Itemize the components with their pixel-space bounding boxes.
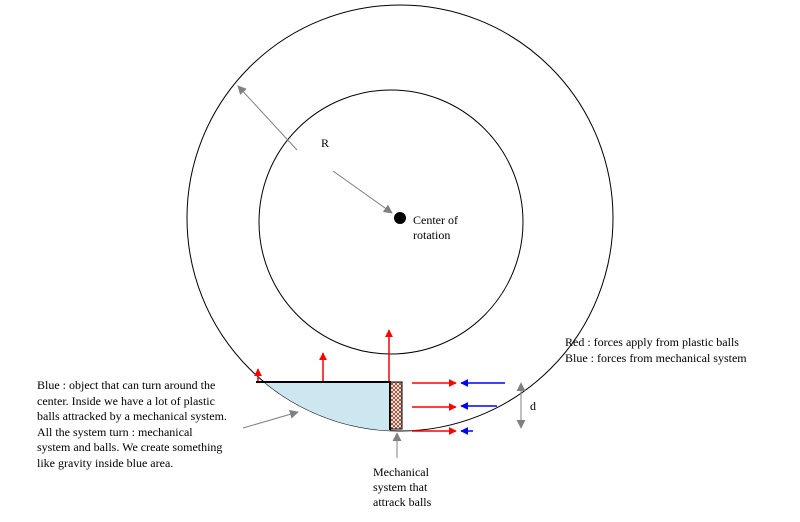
center-dot [394, 212, 406, 224]
mechanical-label-line-2: system that [373, 480, 428, 494]
distance-label: d [530, 399, 536, 413]
mechanical-label-line-1: Mechanical [373, 465, 430, 479]
inner-circle [258, 89, 524, 355]
legend-red: Red : forces apply from plastic balls [565, 335, 739, 349]
description-line: center. Inside we have a lot of plastic [37, 393, 215, 408]
center-label-line-1: Center of [413, 213, 458, 227]
radius-label: R [321, 136, 329, 150]
legend: Red : forces apply from plastic balls Bl… [565, 335, 747, 366]
description-line: Blue : object that can turn around the [37, 378, 216, 392]
mechanical-system-block [389, 381, 403, 430]
radius-arrow [237, 85, 298, 151]
description-line: All the system turn : mechanical [37, 424, 193, 439]
center-label-line-2: rotation [413, 228, 450, 242]
description: Blue : object that can turn around the c… [37, 378, 227, 471]
description-line: system and balls. We create something [37, 440, 223, 454]
description-line: like gravity inside blue area. [37, 455, 174, 470]
description-pointer [242, 409, 299, 429]
blue-object [200, 382, 390, 431]
mechanical-label-line-3: attrack balls [373, 495, 432, 509]
radius-arrow-lower [332, 170, 393, 214]
description-line: balls attracked by a mechanical system. [37, 409, 227, 423]
outer-circle [186, 4, 614, 432]
legend-blue: Blue : forces from mechanical system [565, 350, 747, 365]
